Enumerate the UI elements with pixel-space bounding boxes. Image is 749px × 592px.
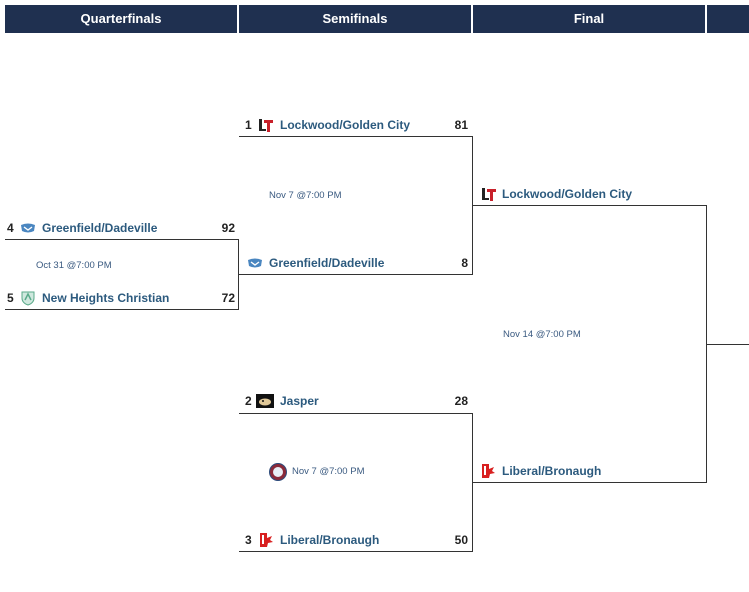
team-name: Lockwood/Golden City (502, 187, 633, 201)
bracket-connector (472, 413, 473, 552)
round-header: Quarterfinals Semifinals Final (5, 5, 749, 33)
semifinal-team-greenfield[interactable]: Greenfield/Dadeville 8 (245, 255, 468, 271)
bracket-connector (238, 239, 239, 310)
semifinal-team-lockwood[interactable]: 1 Lockwood/Golden City 81 (245, 117, 468, 133)
new-heights-logo-icon (20, 290, 36, 306)
bracket-connector (472, 136, 473, 275)
round-header-champion (707, 5, 749, 33)
team-name: Jasper (280, 394, 319, 408)
team-score: 72 (221, 291, 235, 305)
team-score: 8 (461, 256, 468, 270)
team-seed: 5 (7, 291, 14, 305)
round-header-final: Final (473, 5, 705, 33)
team-score: 50 (454, 533, 468, 547)
bracket-line (5, 309, 239, 310)
tv-broadcast-icon[interactable] (269, 463, 287, 481)
liberal-logo-icon (258, 532, 274, 548)
bracket-line (239, 274, 473, 275)
team-seed: 1 (245, 118, 252, 132)
team-name: Greenfield/Dadeville (42, 221, 158, 235)
jasper-logo-icon (256, 393, 274, 409)
final-team-liberal[interactable]: Liberal/Bronaugh (480, 463, 703, 479)
team-seed: 4 (7, 221, 14, 235)
team-name: Liberal/Bronaugh (280, 533, 380, 547)
team-score: 81 (454, 118, 468, 132)
game-info[interactable]: Oct 31 @7:00 PM (36, 260, 112, 271)
bracket-connector (706, 205, 707, 483)
team-name: Lockwood/Golden City (280, 118, 411, 132)
bracket-line (239, 551, 473, 552)
greenfield-logo-icon (20, 220, 36, 236)
final-team-lockwood[interactable]: Lockwood/Golden City (480, 186, 703, 202)
lockwood-logo-icon (258, 117, 274, 133)
game-info[interactable]: Nov 7 @7:00 PM (292, 466, 365, 477)
team-seed: 3 (245, 533, 252, 547)
bracket-line (239, 136, 473, 137)
quarterfinal-team-new-heights[interactable]: 5 New Heights Christian 72 (7, 290, 235, 306)
team-name: Greenfield/Dadeville (269, 256, 385, 270)
champion-bracket-line (707, 344, 749, 345)
team-score: 92 (221, 221, 235, 235)
game-info[interactable]: Nov 7 @7:00 PM (269, 190, 342, 201)
quarterfinal-team-greenfield[interactable]: 4 Greenfield/Dadeville 92 (7, 220, 235, 236)
bracket-line (239, 413, 473, 414)
greenfield-logo-icon (247, 255, 263, 271)
team-score: 28 (454, 394, 468, 408)
semifinal-team-jasper[interactable]: 2 Jasper 28 (245, 393, 468, 409)
round-header-quarterfinals: Quarterfinals (5, 5, 237, 33)
team-name: New Heights Christian (42, 291, 170, 305)
team-name: Liberal/Bronaugh (502, 464, 602, 478)
bracket-line (473, 205, 707, 206)
lockwood-logo-icon (481, 186, 497, 202)
liberal-logo-icon (480, 463, 496, 479)
bracket-line (473, 482, 707, 483)
bracket-line (5, 239, 239, 240)
round-header-semifinals: Semifinals (239, 5, 471, 33)
semifinal-team-liberal[interactable]: 3 Liberal/Bronaugh 50 (245, 532, 468, 548)
game-info[interactable]: Nov 14 @7:00 PM (503, 329, 581, 340)
team-seed: 2 (245, 394, 252, 408)
